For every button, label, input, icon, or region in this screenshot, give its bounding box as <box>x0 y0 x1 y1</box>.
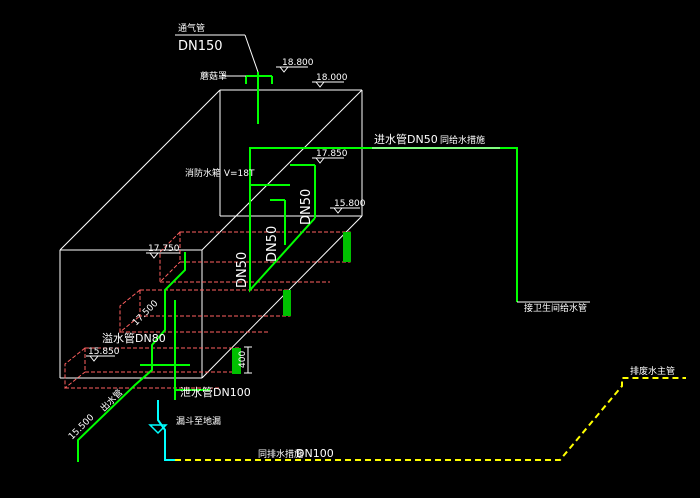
vent-pipe-leader <box>244 34 259 73</box>
to-fire-main-label: 接卫生间给水管 <box>524 302 587 314</box>
drain-funnel-icon <box>148 424 168 435</box>
outlet-pipe-label: 溢水管DN80 <box>102 331 166 345</box>
drain-pipe-cyan <box>157 400 175 461</box>
outlet-label: 出水管 <box>98 387 126 415</box>
drain-dn100-label: DN100 <box>296 447 334 460</box>
drain-funnel-label: 漏斗至地漏 <box>176 415 221 427</box>
elev-inlet-low: 15.800 <box>334 199 366 209</box>
inlet-pipe-label: 进水管DN50 <box>374 132 438 146</box>
mushroom-cap-label: 蘑菇罩 <box>200 70 227 82</box>
vent-pipe <box>245 72 273 124</box>
drain-pipe-label: 泄水管DN100 <box>180 385 251 399</box>
dim-400-label: 400 <box>238 351 248 368</box>
inlet-note: 同给水措施 <box>440 134 485 146</box>
elev-1775: 17.750 <box>148 244 180 254</box>
fire-tank-label: 消防水箱 V=18T <box>185 167 255 179</box>
inlet-pipe <box>249 147 518 302</box>
elev-tank-top: 18.000 <box>316 73 348 83</box>
elev-1750: 17.500 <box>131 299 161 329</box>
outlet-pipes <box>77 252 210 462</box>
dn50-label-b: DN50 <box>265 226 280 262</box>
dimension-400 <box>244 346 252 374</box>
to-drain-main-label: 排废水主管 <box>630 365 675 377</box>
drain-along-label: 同排水措施 <box>258 448 303 460</box>
vent-dn-label: DN150 <box>178 39 223 54</box>
support-beams <box>64 231 351 390</box>
elev-15850: 15.850 <box>88 347 120 357</box>
elev-inlet: 17.850 <box>316 149 348 159</box>
dn50-label-a: DN50 <box>299 189 314 225</box>
vent-pipe-label: 通气管 <box>178 22 205 34</box>
dn50-label-c: DN50 <box>235 252 250 288</box>
elevation-marks <box>86 66 360 362</box>
elev-top-cap: 18.800 <box>282 58 314 68</box>
water-tank-box <box>59 89 363 379</box>
drain-main-line <box>175 377 686 461</box>
beam-hatching <box>232 232 351 374</box>
